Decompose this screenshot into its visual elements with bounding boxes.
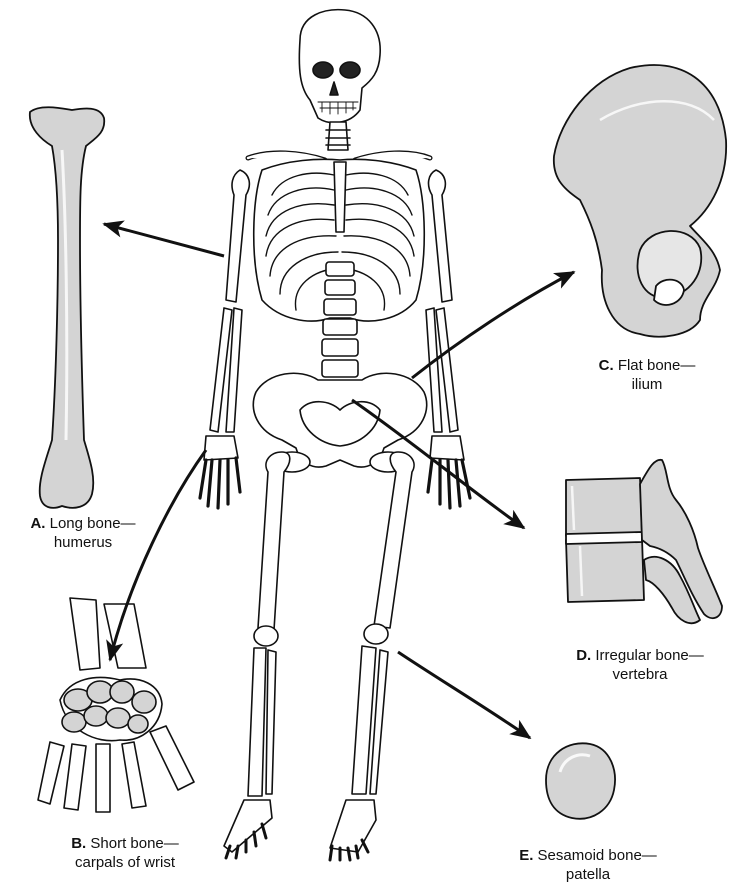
label-letter-a: A. bbox=[30, 515, 45, 532]
label-c-line1: Flat bone— bbox=[618, 357, 696, 374]
label-letter-d: D. bbox=[576, 647, 591, 664]
label-irregular-bone: D. Irregular bone— vertebra bbox=[548, 646, 732, 684]
ilium-flat-bone bbox=[554, 65, 726, 337]
patella-sesamoid-bone bbox=[546, 743, 615, 818]
skeleton bbox=[200, 10, 470, 860]
arrow-to-patella bbox=[398, 652, 530, 738]
cervical-spine bbox=[326, 122, 350, 150]
vertebra-irregular-bone bbox=[566, 460, 722, 623]
label-sesamoid-bone: E. Sesamoid bone— patella bbox=[488, 846, 688, 884]
left-leg bbox=[224, 452, 290, 858]
label-letter-e: E. bbox=[519, 847, 533, 864]
humerus-long-bone bbox=[30, 107, 104, 508]
label-e-line2: patella bbox=[488, 865, 688, 884]
label-long-bone: A. Long bone— humerus bbox=[8, 514, 158, 552]
label-d-line2: vertebra bbox=[548, 665, 732, 684]
skull bbox=[299, 10, 380, 123]
label-a-line1: Long bone— bbox=[50, 515, 136, 532]
label-short-bone: B. Short bone— carpals of wrist bbox=[40, 834, 210, 872]
label-letter-c: C. bbox=[599, 357, 614, 374]
wrist-carpals-short-bone bbox=[38, 598, 194, 812]
label-b-line1: Short bone— bbox=[90, 835, 178, 852]
arrow-to-humerus bbox=[104, 224, 224, 256]
label-a-line2: humerus bbox=[8, 533, 158, 552]
label-e-line1: Sesamoid bone— bbox=[538, 847, 657, 864]
label-d-line1: Irregular bone— bbox=[595, 647, 703, 664]
label-letter-b: B. bbox=[71, 835, 86, 852]
label-b-line2: carpals of wrist bbox=[40, 853, 210, 872]
label-flat-bone: C. Flat bone— ilium bbox=[572, 356, 722, 394]
sternum bbox=[334, 162, 346, 232]
lumbar-spine bbox=[322, 262, 358, 377]
left-arm bbox=[200, 170, 249, 508]
label-c-line2: ilium bbox=[572, 375, 722, 394]
